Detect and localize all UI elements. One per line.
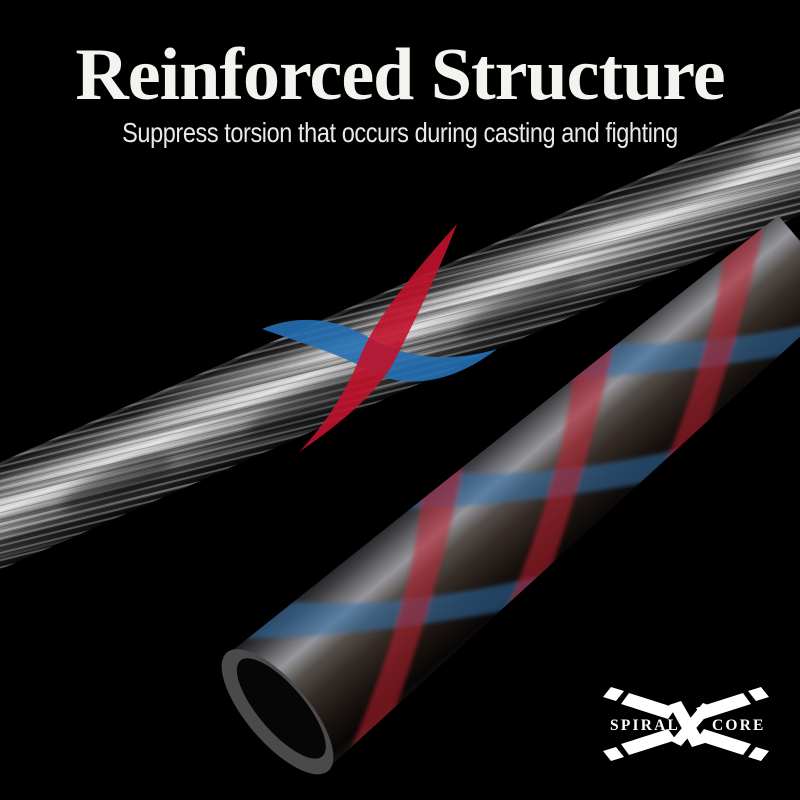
- spiral-tube-ribbons: [232, 197, 800, 768]
- spiral-tube: [221, 197, 800, 775]
- tube-bore: [236, 658, 326, 759]
- logo-text-spiral: SPIRAL: [610, 717, 680, 734]
- logo-text-core: CORE: [712, 717, 766, 734]
- x-ribbon-graphic: [262, 224, 497, 452]
- red-spiral-band: [342, 197, 773, 768]
- logo-x-mark-icon: [603, 687, 769, 761]
- carbon-rod: [0, 74, 800, 594]
- tube-open-end: [221, 649, 334, 775]
- page-title: Reinforced Structure: [75, 34, 725, 116]
- red-ribbon-icon: [299, 224, 457, 452]
- spiral-x-core-logo: SPIRAL CORE: [603, 687, 769, 761]
- page-subtitle: Suppress torsion that occurs during cast…: [122, 117, 678, 148]
- carbon-rod-weave-shadows: [61, 150, 758, 513]
- carbon-rod-top-rim-light: [0, 74, 800, 507]
- logo-small-x-icon: [669, 701, 714, 747]
